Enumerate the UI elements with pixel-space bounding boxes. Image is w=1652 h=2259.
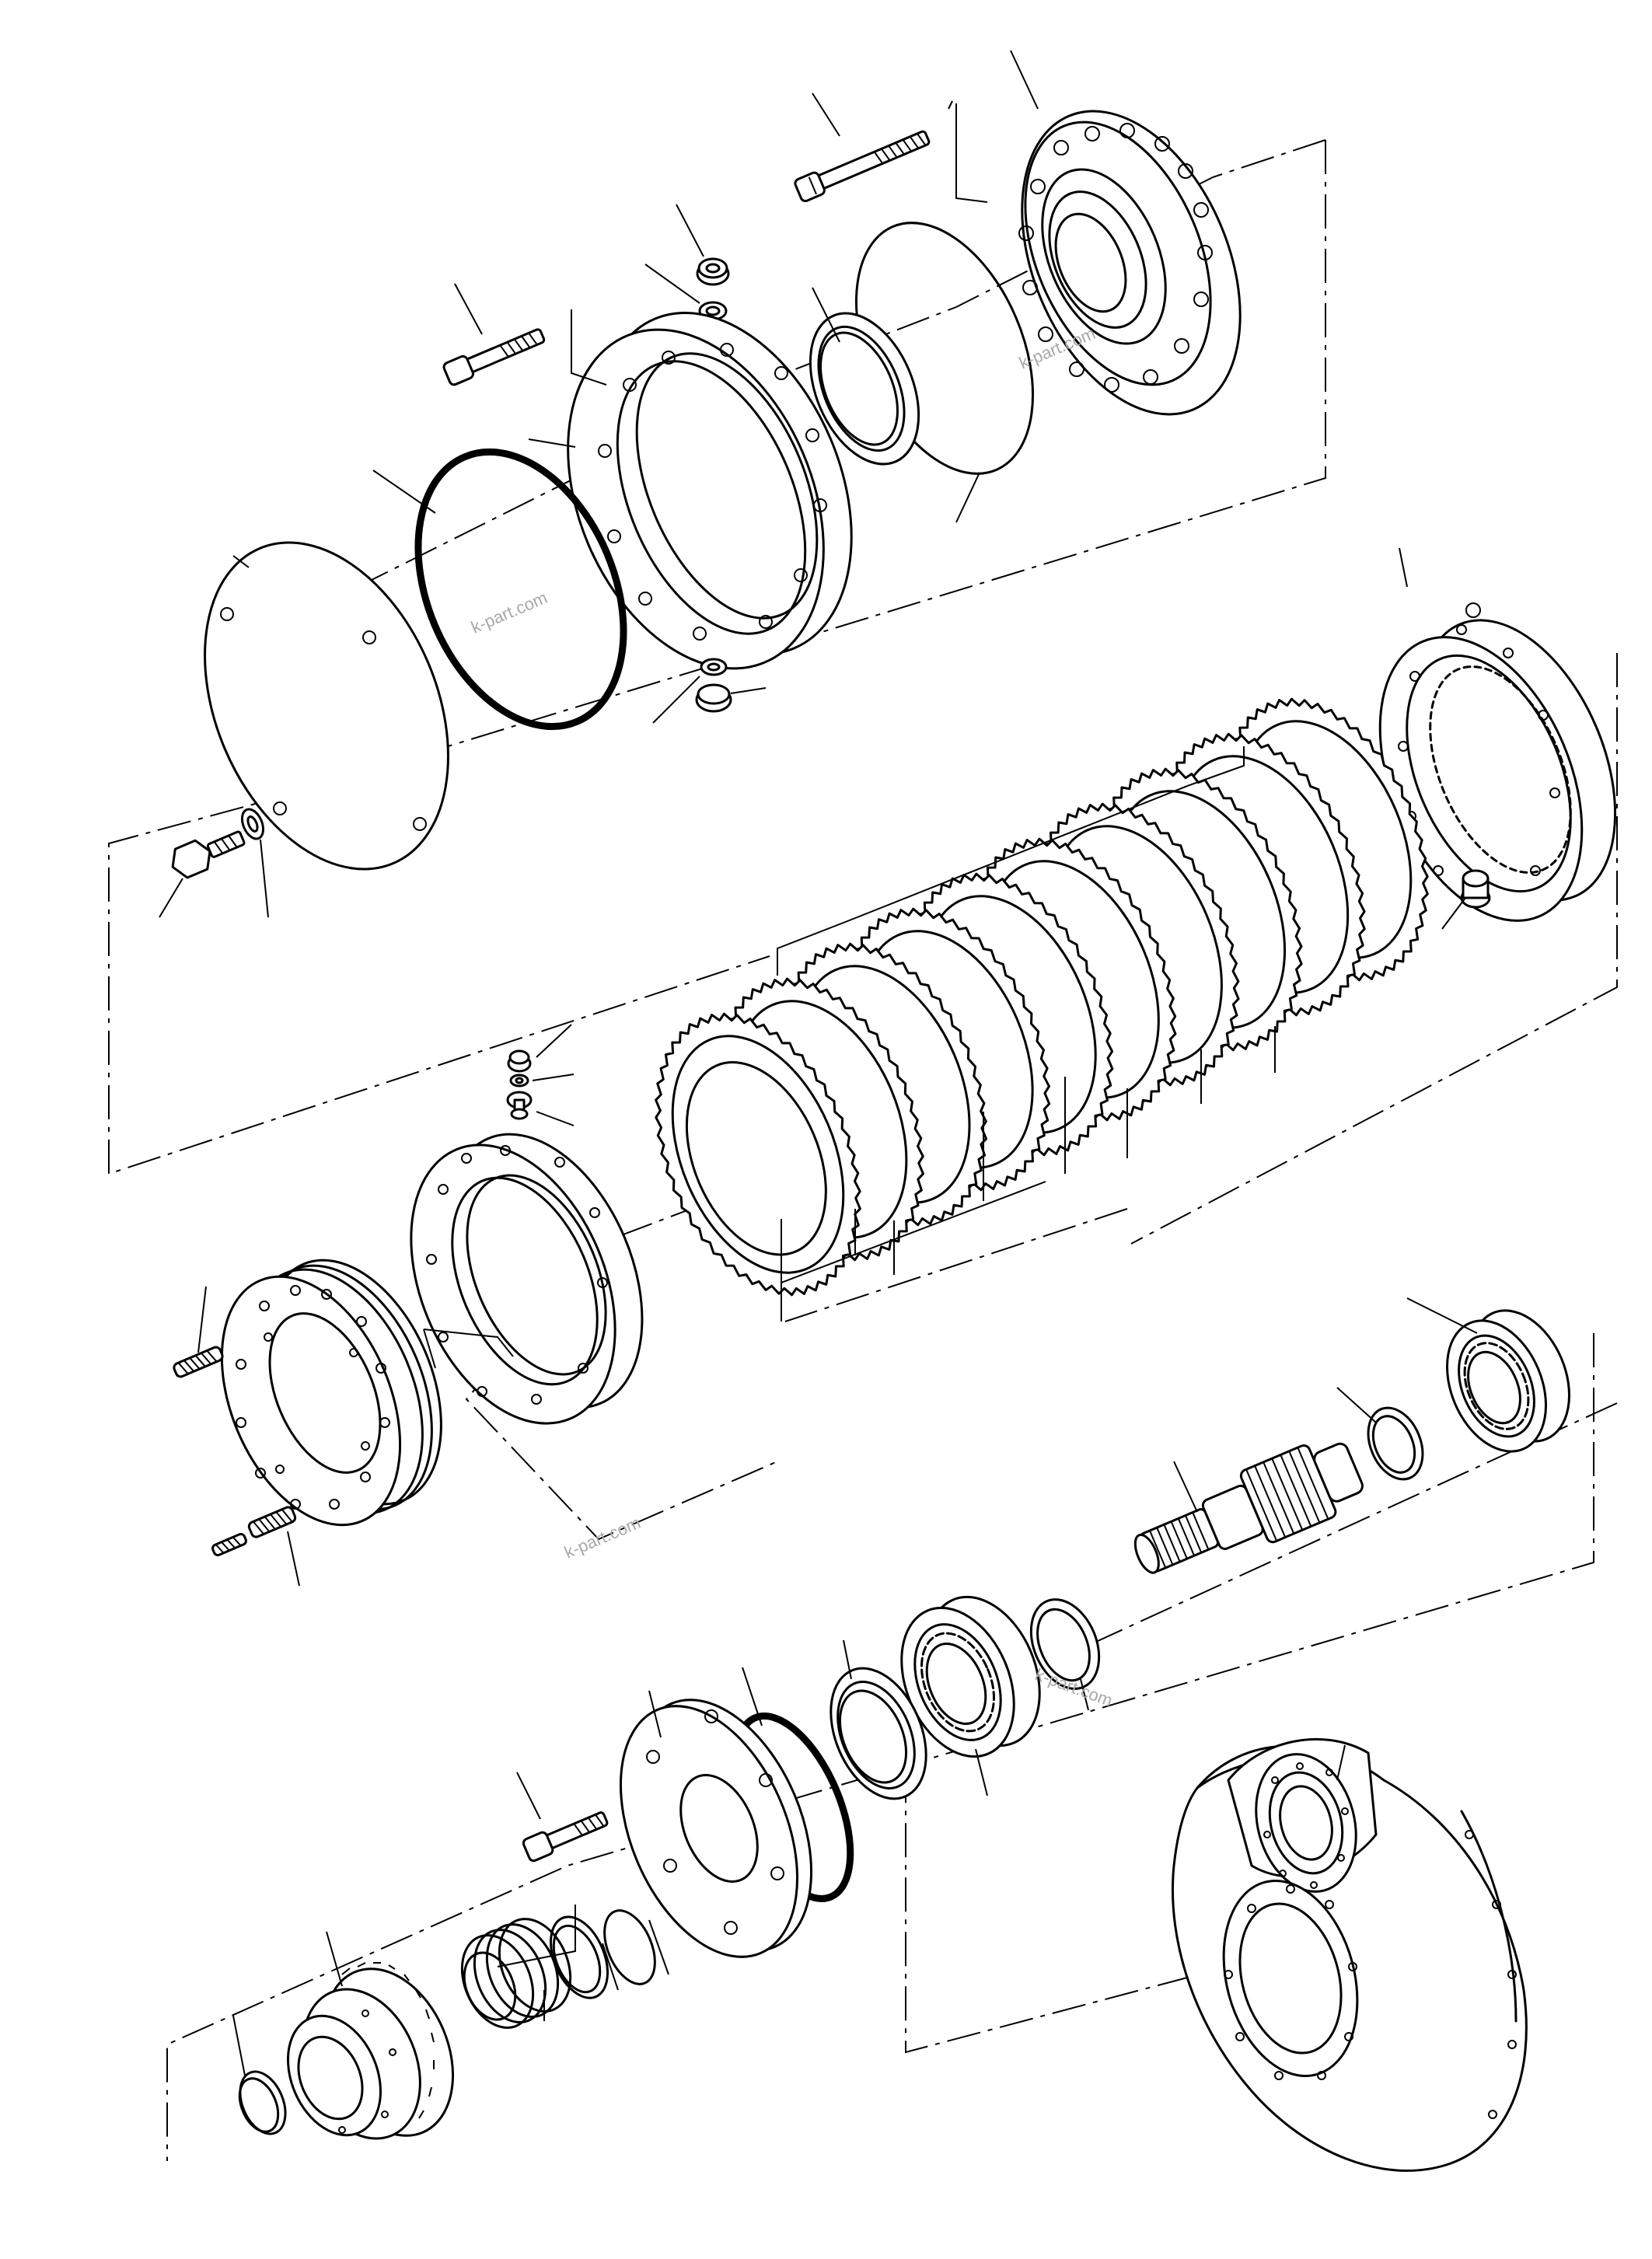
flange-ring-upper bbox=[567, 312, 853, 670]
watermark-1: k-part.com bbox=[468, 588, 550, 637]
brake-piston bbox=[220, 1259, 442, 1527]
washer-under-flange bbox=[700, 658, 728, 676]
spring-upper bbox=[173, 1346, 224, 1378]
flange-bolt-left bbox=[171, 830, 246, 879]
cover-plate bbox=[204, 541, 449, 871]
fitting-bleeder bbox=[506, 1091, 533, 1120]
final-drive-housing bbox=[1171, 1737, 1528, 2172]
splined-shaft bbox=[1133, 1442, 1364, 1574]
spring-pack bbox=[460, 1918, 572, 2029]
fitting-washer bbox=[509, 1074, 529, 1088]
snap-ring-right bbox=[1367, 1406, 1424, 1481]
ring-gear bbox=[1378, 602, 1617, 922]
roller-bearing-right bbox=[1445, 1309, 1571, 1453]
watermark-3: k-part.com bbox=[561, 1513, 643, 1562]
o-ring-small-inner bbox=[550, 1915, 609, 1999]
spring-lower-large bbox=[247, 1506, 297, 1538]
brake-housing-top bbox=[1018, 110, 1242, 416]
spring-lower-small bbox=[211, 1533, 247, 1556]
long-bolt-top bbox=[794, 130, 931, 203]
end-cap bbox=[238, 2070, 287, 2135]
nut-top bbox=[696, 257, 730, 286]
washer-left bbox=[240, 808, 265, 840]
fitting-cap bbox=[507, 1049, 532, 1073]
plug-ring-gear bbox=[1460, 869, 1491, 909]
leader-lines bbox=[159, 50, 1478, 2076]
friction-disc bbox=[655, 1012, 861, 1297]
o-ring-thick bbox=[414, 448, 627, 731]
plug-under-flange bbox=[695, 683, 732, 713]
group-brackets bbox=[423, 100, 1276, 1967]
friction-disc-stack bbox=[655, 697, 1429, 1297]
bolt-lower bbox=[522, 1811, 609, 1863]
gear-hub bbox=[286, 1962, 455, 2140]
piston-housing bbox=[410, 1133, 644, 1425]
o-ring-small-outer bbox=[603, 1909, 656, 1985]
snap-ring-mid bbox=[1029, 1598, 1101, 1690]
roller-bearing-mid bbox=[900, 1595, 1041, 1758]
bolt-upper-left bbox=[442, 328, 546, 386]
seal-ring-mid bbox=[829, 1667, 927, 1800]
bearing-carrier-plate bbox=[619, 1699, 813, 1958]
